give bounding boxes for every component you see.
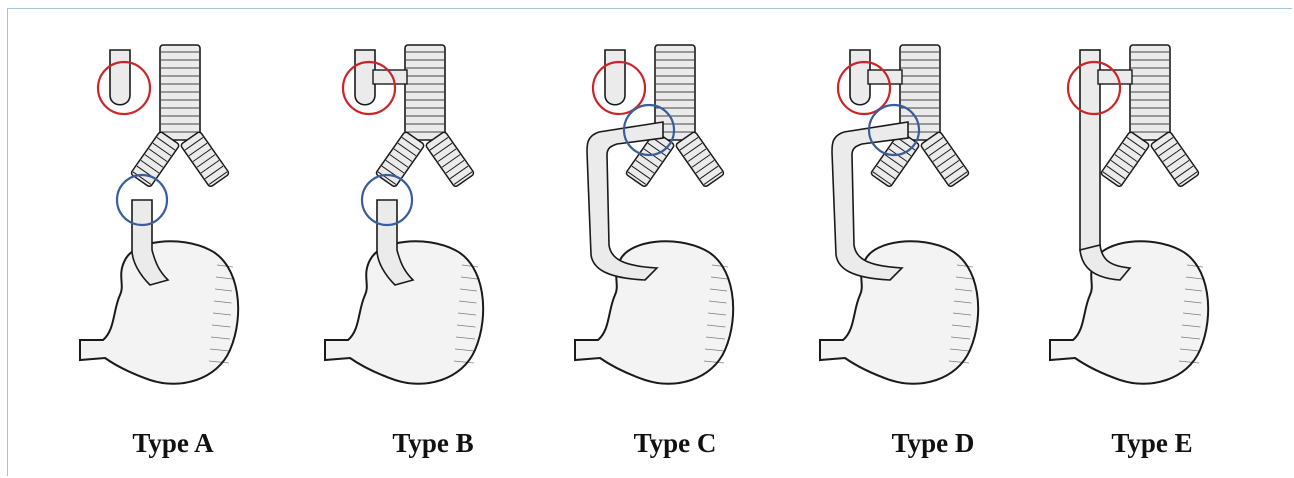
panel-type-a: Type A <box>60 40 310 470</box>
upper-esophageal-pouch <box>850 50 870 105</box>
panel-type-e: Type E <box>1030 40 1280 470</box>
type-b-illustration <box>305 40 555 420</box>
type-c-label: Type C <box>550 428 800 459</box>
continuous-esophagus <box>1080 50 1100 250</box>
type-c-illustration <box>555 40 805 420</box>
type-e-label: Type E <box>1027 428 1277 459</box>
stomach-body <box>1050 241 1208 383</box>
right-bronchus <box>920 131 969 187</box>
left-bronchus <box>1100 131 1149 187</box>
right-bronchus <box>675 131 724 187</box>
type-e-illustration <box>1030 40 1280 420</box>
upper-esophageal-pouch <box>605 50 625 105</box>
type-b-label: Type B <box>308 428 558 459</box>
panel-type-b: Type B <box>305 40 555 470</box>
stomach-body <box>80 241 238 383</box>
trachea <box>625 45 724 187</box>
trachea <box>375 45 474 187</box>
right-bronchus-tube <box>1150 131 1199 187</box>
right-bronchus-tube <box>675 131 724 187</box>
right-bronchus <box>425 131 474 187</box>
right-bronchus <box>1150 131 1199 187</box>
type-d-label: Type D <box>808 428 1058 459</box>
stomach-body <box>325 241 483 383</box>
stomach <box>325 241 483 383</box>
right-bronchus-tube <box>425 131 474 187</box>
panel-type-d: Type D <box>800 40 1050 470</box>
trachea <box>870 45 969 187</box>
type-d-illustration <box>800 40 1050 420</box>
left-bronchus-tube <box>1100 131 1149 187</box>
right-bronchus-tube <box>180 131 229 187</box>
right-bronchus <box>180 131 229 187</box>
upper-esophageal-pouch <box>355 50 375 105</box>
right-bronchus-tube <box>920 131 969 187</box>
trachea <box>130 45 229 187</box>
panel-type-c: Type C <box>555 40 805 470</box>
upper-esophageal-pouch <box>110 50 130 105</box>
trachea <box>1100 45 1199 187</box>
type-a-label: Type A <box>48 428 298 459</box>
stomach <box>80 241 238 383</box>
stomach <box>1050 241 1208 383</box>
type-a-illustration <box>60 40 310 420</box>
